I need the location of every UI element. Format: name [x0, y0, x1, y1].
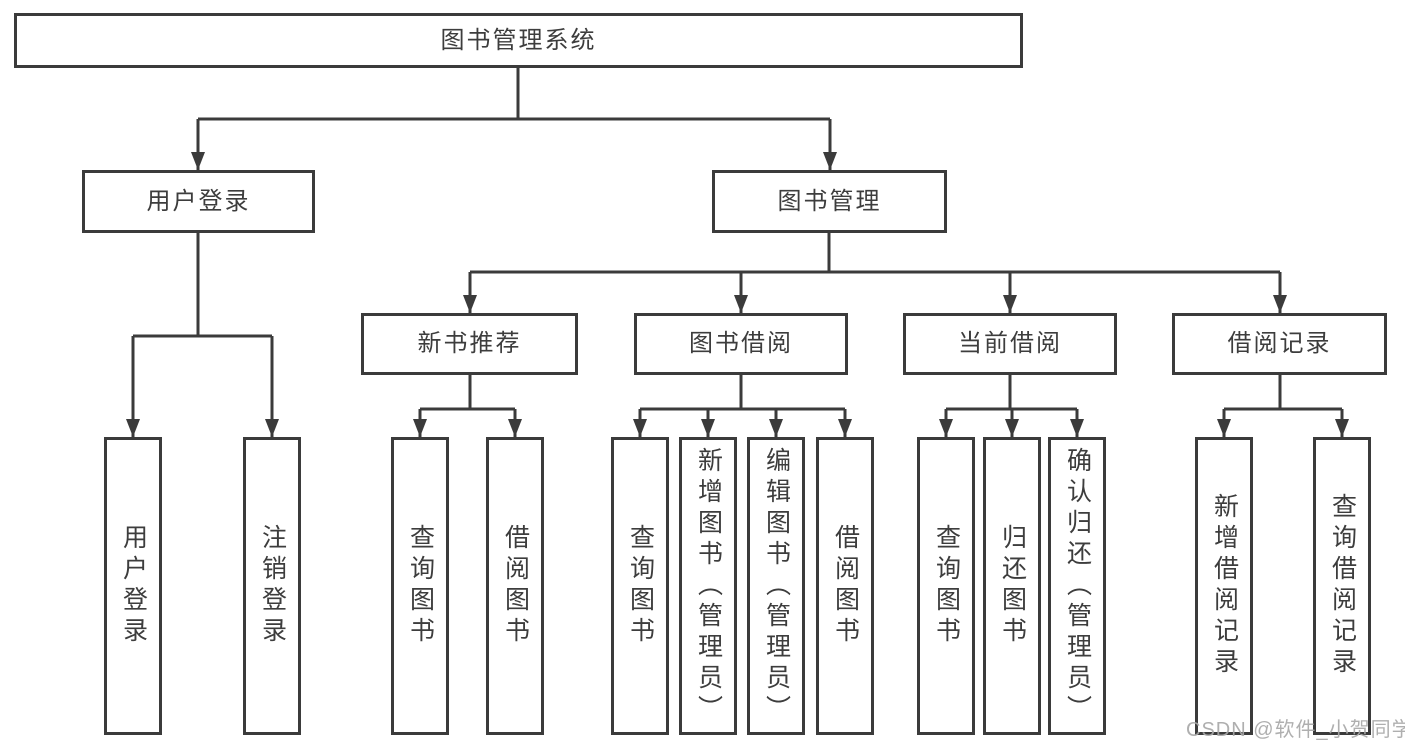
leaf-confirm-return-admin: 确认归还（管理员）	[1048, 437, 1106, 735]
node-new-book-recommendation: 新书推荐	[361, 313, 578, 375]
leaf-label: 借阅图书	[501, 524, 530, 648]
leaf-edit-books-admin: 编辑图书（管理员）	[747, 437, 805, 735]
csdn-watermark: CSDN @软件_小贺同学	[1186, 719, 1405, 741]
leaf-label: 查询图书	[406, 524, 435, 648]
leaf-label: 编辑图书（管理员）	[762, 446, 791, 726]
leaf-return-books: 归还图书	[983, 437, 1041, 735]
node-library-system: 图书管理系统	[14, 13, 1023, 68]
node-book-borrowing: 图书借阅	[634, 313, 848, 375]
leaf-label: 归还图书	[998, 524, 1027, 648]
node-label: 用户登录	[146, 187, 251, 215]
node-label: 图书管理	[777, 187, 882, 215]
leaf-borrow-books: 借阅图书	[816, 437, 874, 735]
node-label: 图书借阅	[689, 330, 793, 357]
leaf-borrow-books-recommend: 借阅图书	[486, 437, 544, 735]
leaf-label: 确认归还（管理员）	[1063, 446, 1092, 726]
leaf-query-books-recommend: 查询图书	[391, 437, 449, 735]
leaf-label: 注销登录	[258, 524, 287, 648]
node-label: 图书管理系统	[440, 26, 597, 54]
leaf-query-books-borrow: 查询图书	[611, 437, 669, 735]
leaf-label: 查询图书	[932, 524, 961, 648]
node-borrowing-records: 借阅记录	[1172, 313, 1387, 375]
node-book-management: 图书管理	[712, 170, 947, 233]
leaf-label: 查询借阅记录	[1328, 493, 1357, 679]
leaf-user-login: 用户登录	[104, 437, 162, 735]
node-current-borrowing: 当前借阅	[903, 313, 1117, 375]
leaf-query-books-current: 查询图书	[917, 437, 975, 735]
leaf-add-borrow-record: 新增借阅记录	[1195, 437, 1253, 735]
node-label: 借阅记录	[1227, 330, 1332, 357]
leaf-label: 借阅图书	[831, 524, 860, 648]
node-label: 新书推荐	[417, 330, 522, 357]
leaf-label: 查询图书	[626, 524, 655, 648]
leaf-label: 用户登录	[119, 524, 148, 648]
leaf-query-borrow-record: 查询借阅记录	[1313, 437, 1371, 735]
leaf-label: 新增图书（管理员）	[694, 446, 723, 726]
node-label: 当前借阅	[958, 330, 1062, 357]
leaf-add-books-admin: 新增图书（管理员）	[679, 437, 737, 735]
leaf-logout: 注销登录	[243, 437, 301, 735]
leaf-label: 新增借阅记录	[1210, 493, 1239, 679]
node-user-login: 用户登录	[82, 170, 315, 233]
